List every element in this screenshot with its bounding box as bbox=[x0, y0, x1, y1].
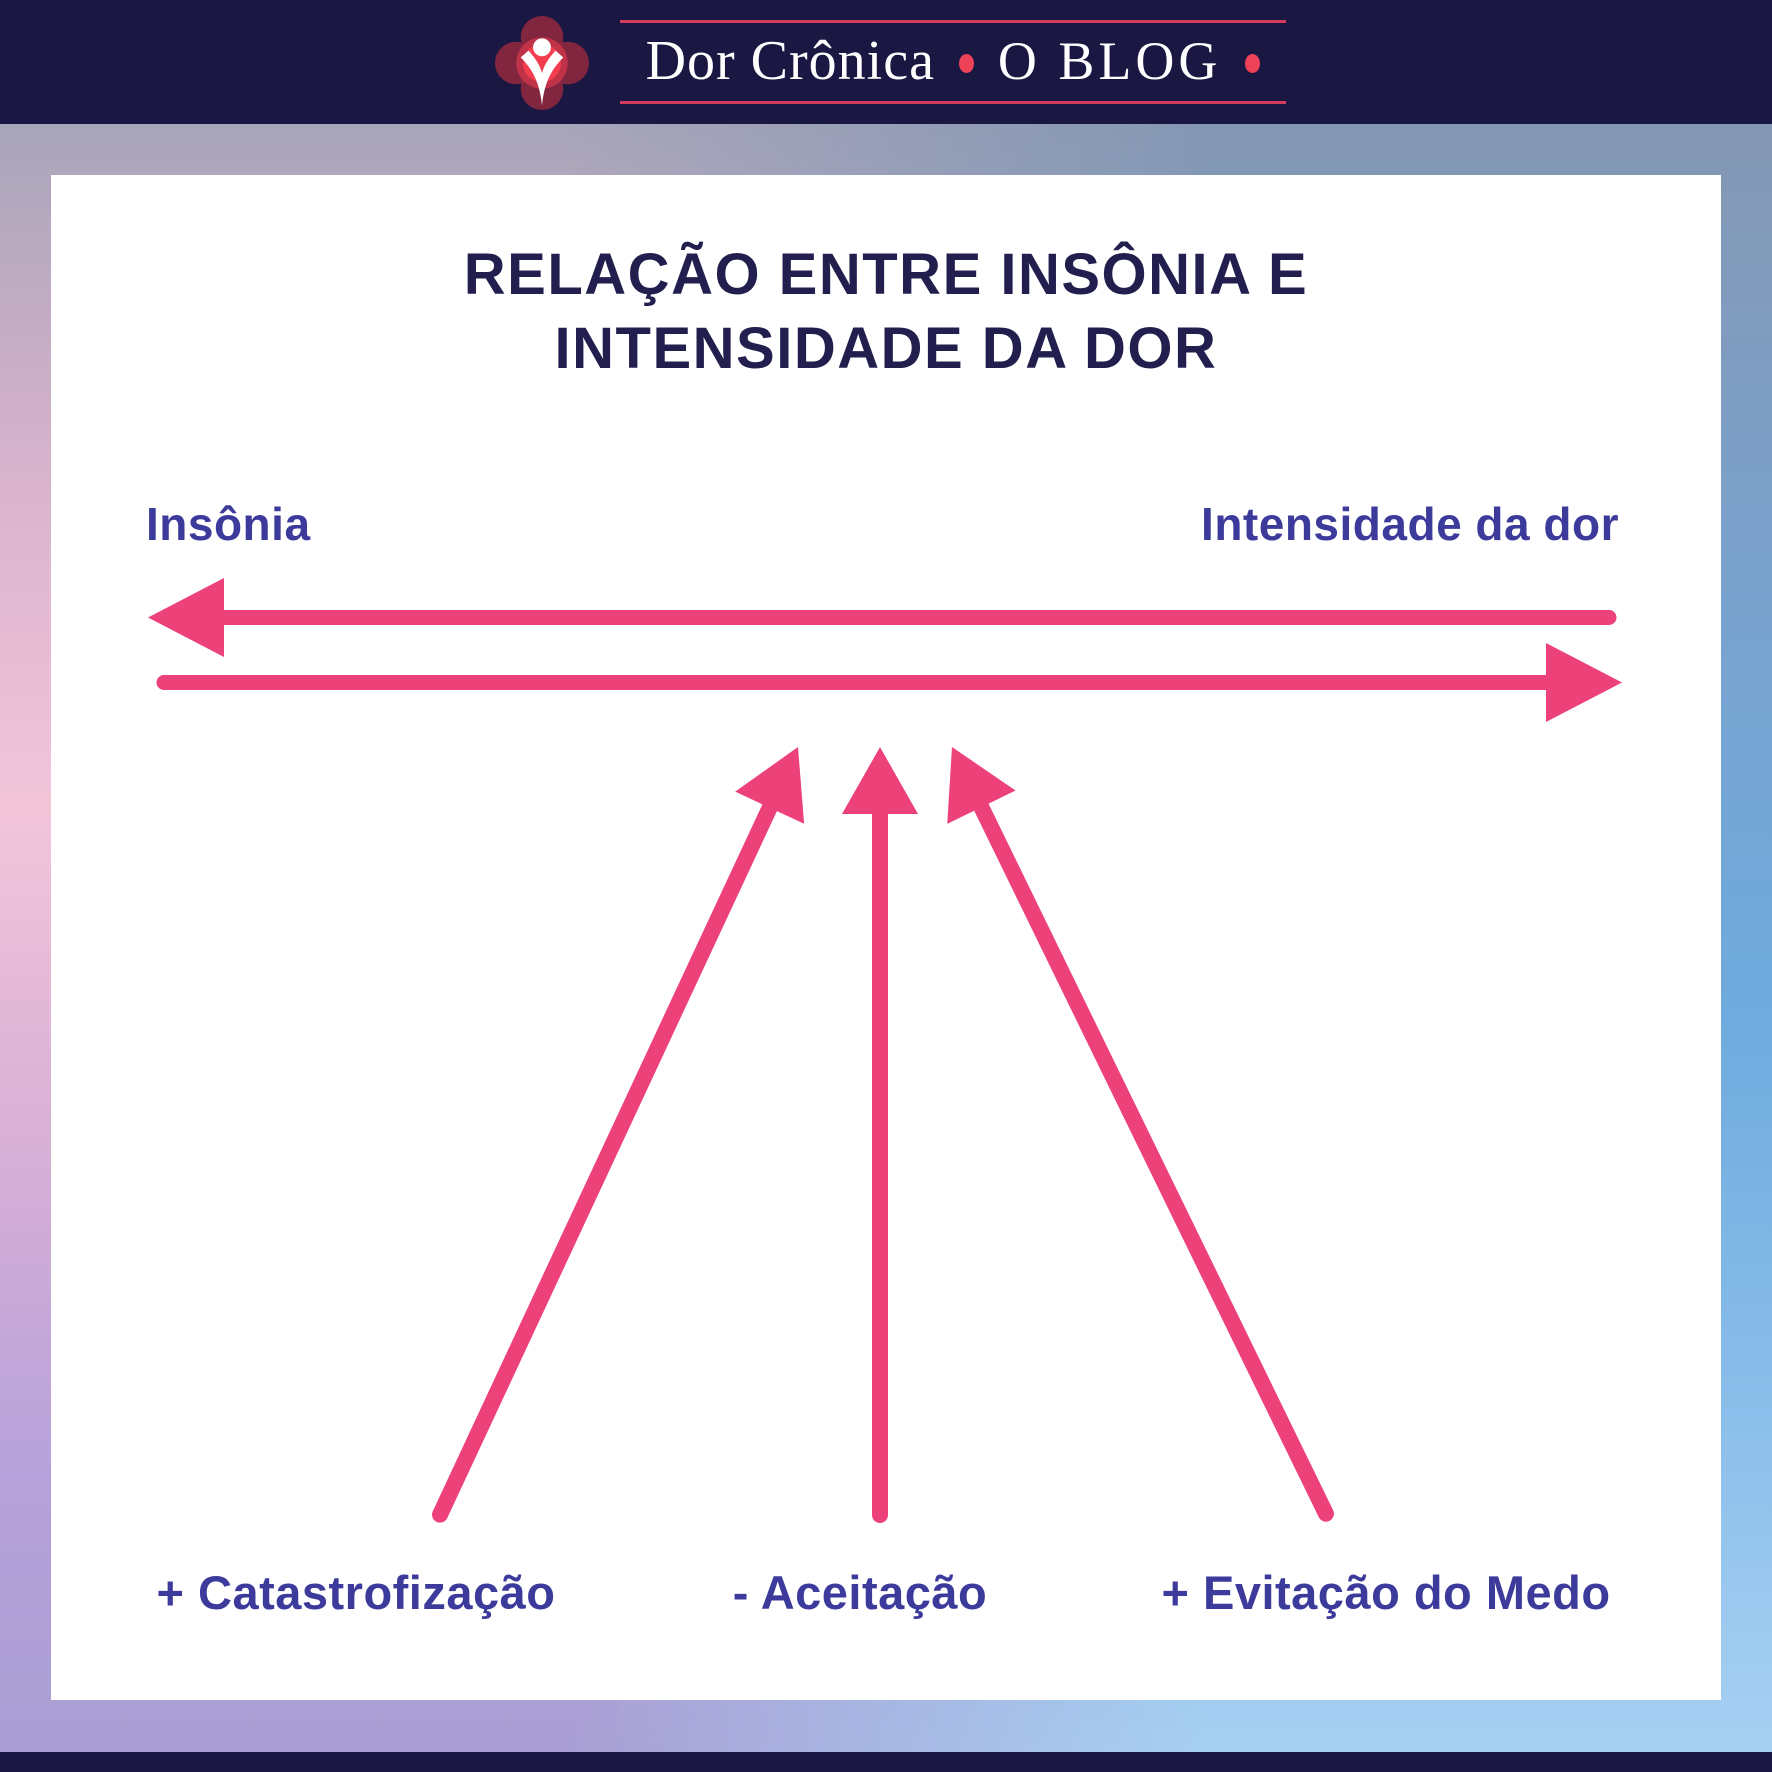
diagram-title-line2: INTENSIDADE DA DOR bbox=[554, 316, 1218, 382]
content-card: RELAÇÃO ENTRE INSÔNIA E INTENSIDADE DA D… bbox=[51, 175, 1721, 1700]
diagram-title: RELAÇÃO ENTRE INSÔNIA E INTENSIDADE DA D… bbox=[51, 238, 1721, 386]
axis-label-insomnia: Insônia bbox=[146, 498, 311, 550]
brand-trailing-dot-icon bbox=[1245, 53, 1261, 73]
brand-separator-dot-icon bbox=[958, 53, 974, 73]
brand-box: Dor Crônica O BLOG bbox=[619, 20, 1287, 104]
factor-label-acceptance: - Aceitação bbox=[732, 1566, 988, 1619]
footer-bar bbox=[0, 1752, 1772, 1772]
brand-name: Dor Crônica bbox=[645, 30, 935, 92]
factor-label-fear-avoidance: + Evitação do Medo bbox=[1161, 1566, 1611, 1619]
header-bar: Dor Crônica O BLOG bbox=[0, 0, 1772, 124]
factor-label-catastrophizing: + Catastrofização bbox=[156, 1566, 556, 1619]
axis-label-pain-intensity: Intensidade da dor bbox=[1201, 498, 1619, 550]
brand-blog-label: O BLOG bbox=[997, 31, 1222, 91]
flower-person-icon bbox=[494, 15, 589, 111]
diagram-title-line1: RELAÇÃO ENTRE INSÔNIA E bbox=[463, 242, 1309, 307]
